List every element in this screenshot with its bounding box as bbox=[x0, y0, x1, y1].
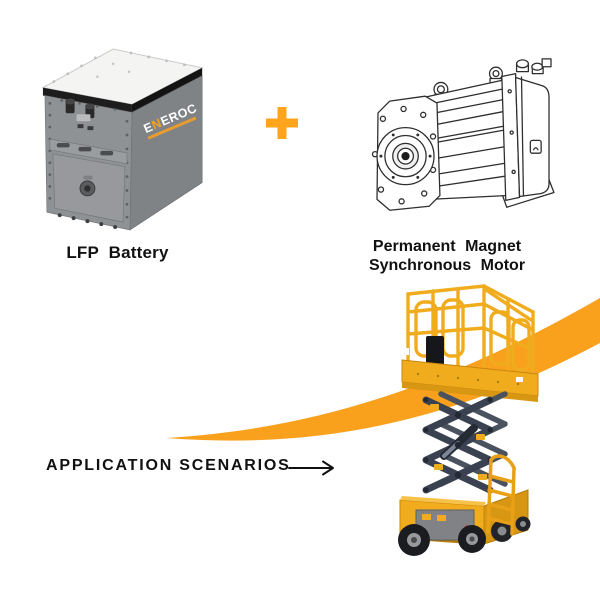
motor-label: Permanent Magnet Synchronous Motor bbox=[352, 237, 542, 275]
wheels bbox=[398, 516, 531, 556]
front-rivets bbox=[48, 99, 129, 219]
arrow-right-icon bbox=[288, 460, 334, 476]
application-scenarios-label: APPLICATION SCENARIOS bbox=[46, 457, 291, 474]
scissor-mechanism bbox=[422, 391, 508, 494]
ladder bbox=[486, 454, 516, 536]
motor-label-line1: Permanent Magnet bbox=[372, 238, 522, 255]
platform-control-box bbox=[426, 336, 444, 368]
lid-bolts bbox=[52, 51, 186, 84]
battery-label: LFP Battery bbox=[66, 243, 169, 262]
motor-illustration bbox=[371, 58, 555, 211]
platform-deck bbox=[401, 359, 539, 402]
battery-terminals bbox=[65, 98, 95, 131]
plus-icon bbox=[266, 107, 298, 139]
bottom-bolts bbox=[57, 213, 118, 230]
motor-label-line2: Synchronous Motor bbox=[368, 257, 526, 274]
scissor-lift-illustration bbox=[398, 284, 539, 556]
battery-illustration bbox=[41, 48, 204, 231]
